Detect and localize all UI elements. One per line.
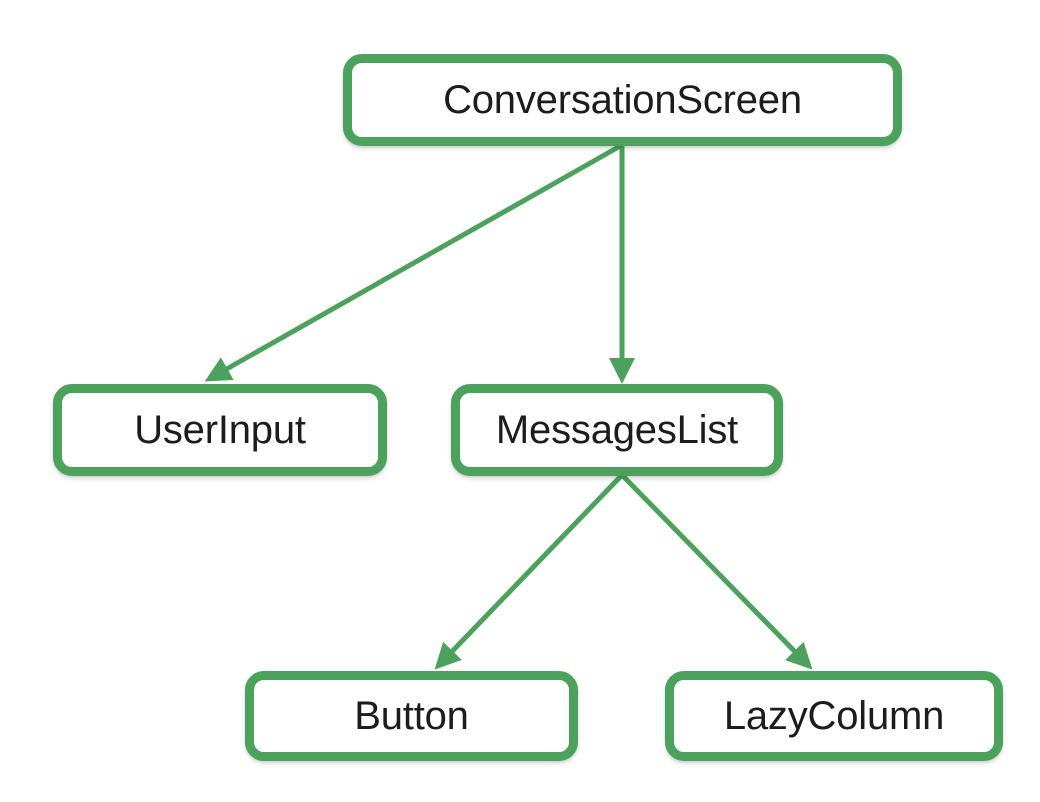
node-conversationscreen[interactable]: ConversationScreen xyxy=(343,54,902,146)
node-label: MessagesList xyxy=(495,408,739,452)
node-userinput[interactable]: UserInput xyxy=(53,384,387,476)
node-label: LazyColumn xyxy=(723,694,945,738)
node-label: ConversationScreen xyxy=(443,78,802,122)
node-messageslist[interactable]: MessagesList xyxy=(451,384,783,476)
edge-messageslist-to-lazycolumn xyxy=(620,473,813,670)
edge-messageslist-to-button xyxy=(434,473,624,670)
node-label: UserInput xyxy=(134,408,306,452)
node-label: Button xyxy=(354,694,469,738)
node-button[interactable]: Button xyxy=(245,671,578,761)
node-lazycolumn[interactable]: LazyColumn xyxy=(665,671,1003,761)
edge-conversationscreen-to-userinput xyxy=(204,142,624,382)
